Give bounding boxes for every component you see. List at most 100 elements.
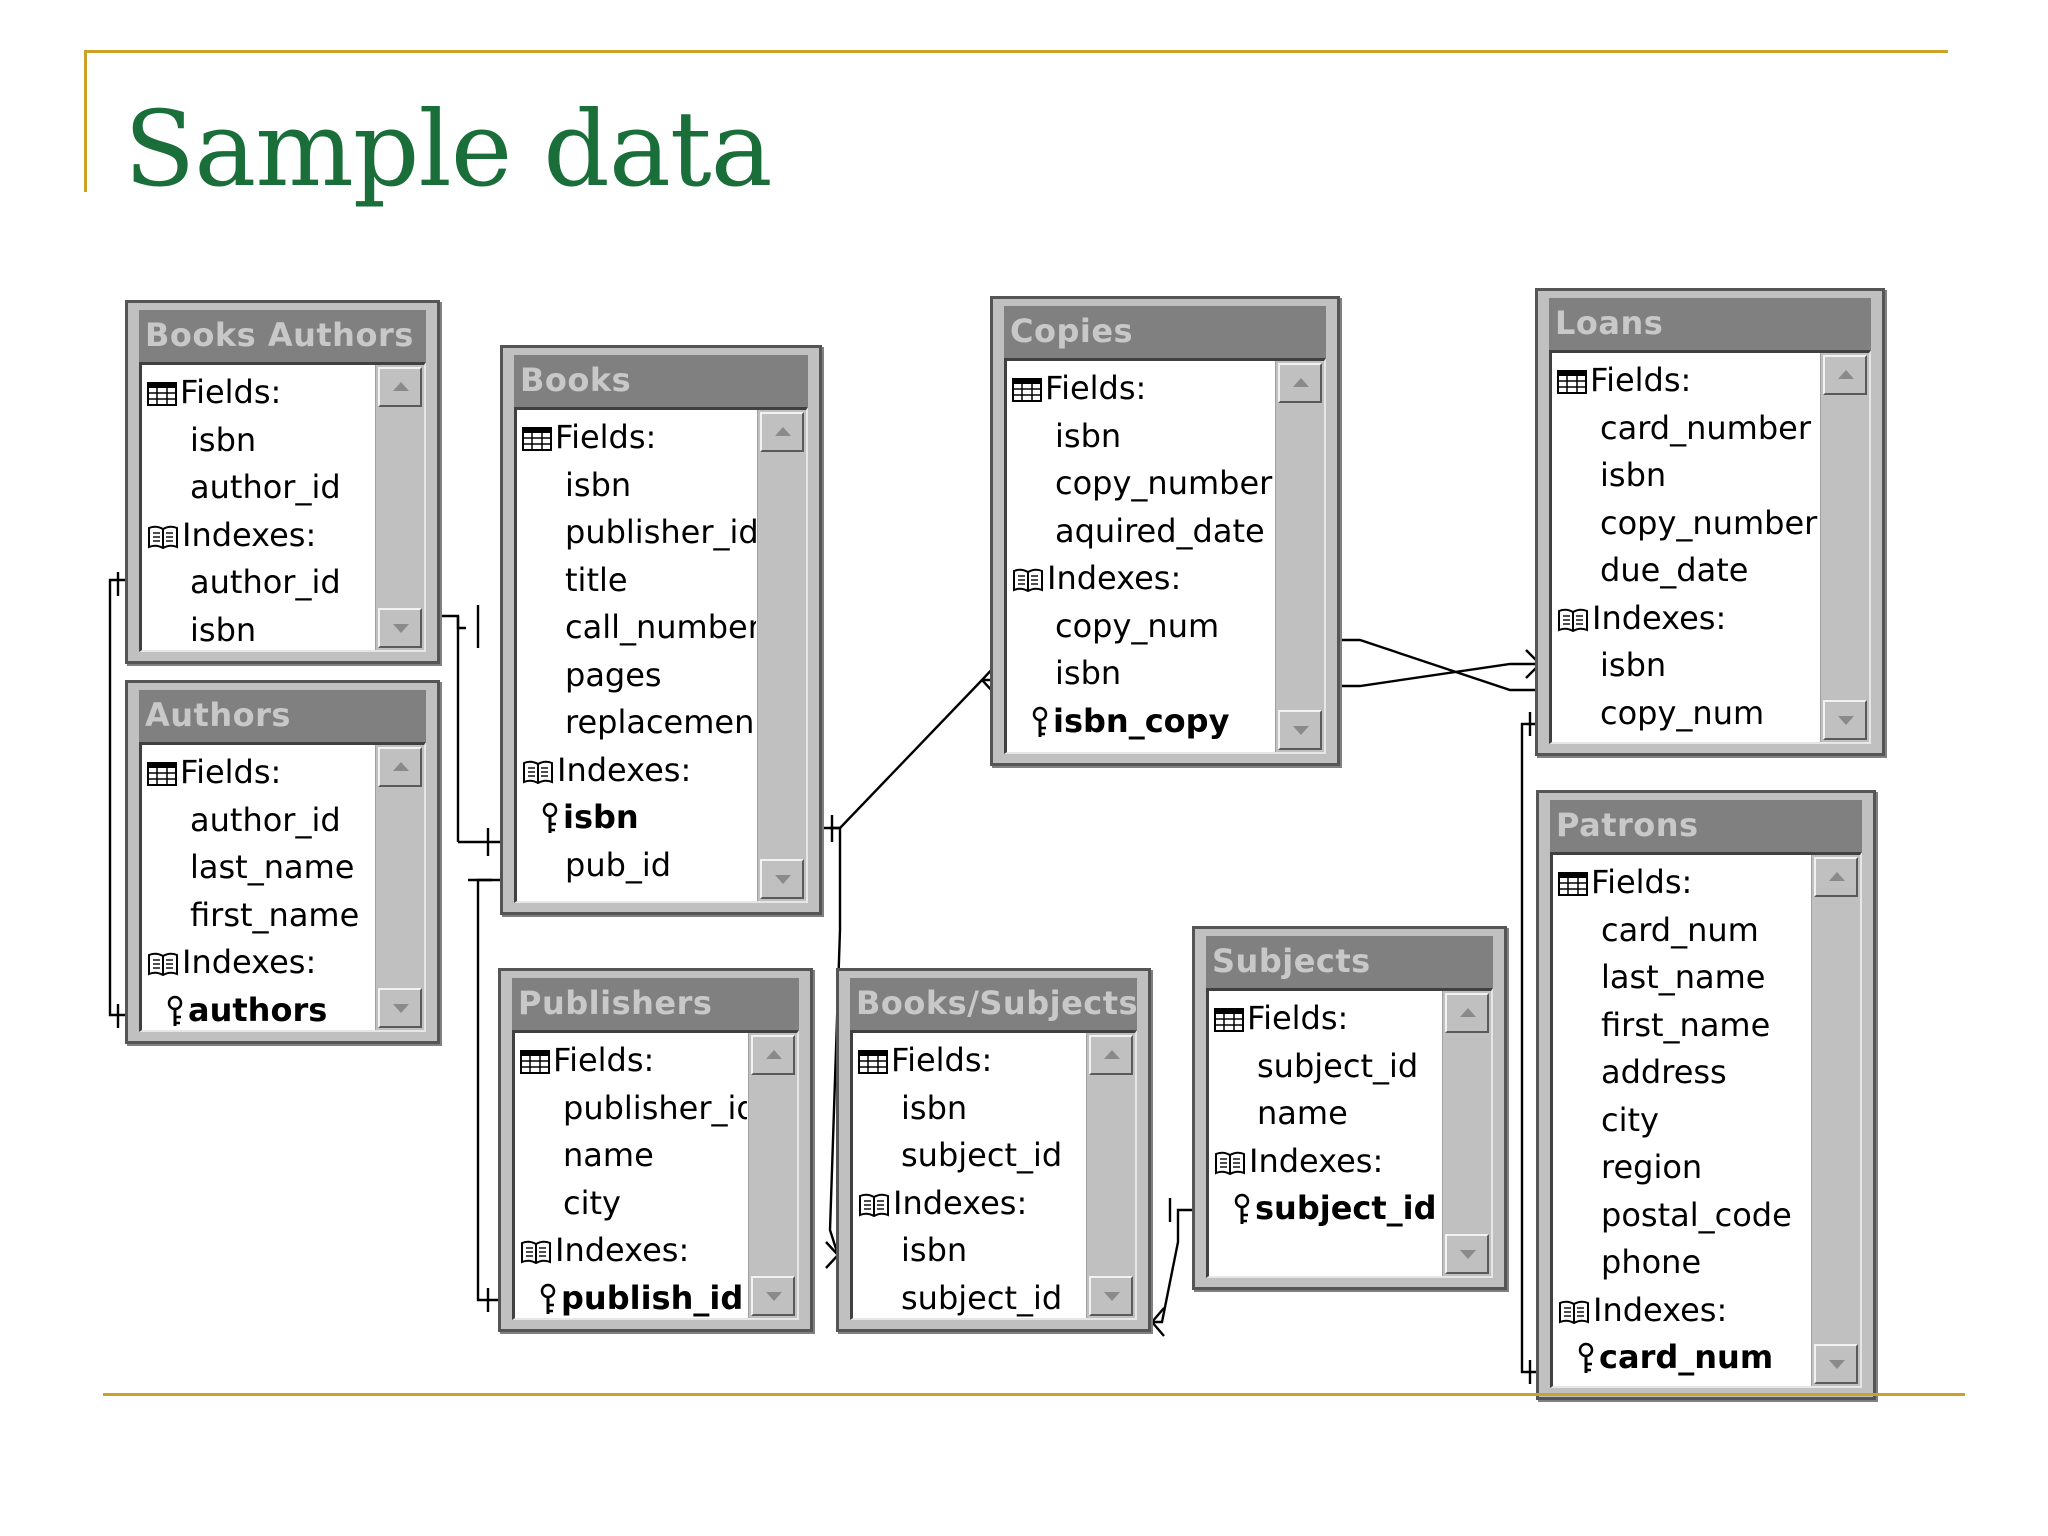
scroll-down-arrow-icon[interactable]: [1278, 710, 1322, 750]
section-header[interactable]: Indexes:: [1007, 555, 1274, 603]
field-row[interactable]: pub_id: [517, 842, 756, 890]
field-row[interactable]: phone: [1553, 1239, 1810, 1287]
field-row[interactable]: isbn: [1552, 642, 1819, 690]
field-row[interactable]: copy_number: [1552, 500, 1819, 548]
vertical-scrollbar[interactable]: [375, 365, 424, 650]
scroll-down-arrow-icon[interactable]: [1823, 700, 1867, 740]
table-title[interactable]: Publishers: [512, 978, 799, 1030]
field-row[interactable]: author_id: [142, 464, 374, 512]
vertical-scrollbar[interactable]: [1086, 1033, 1135, 1318]
field-row[interactable]: author_id: [142, 797, 374, 845]
vertical-scrollbar[interactable]: [748, 1033, 797, 1318]
field-row[interactable]: subject_id: [853, 1275, 1085, 1319]
section-header[interactable]: Indexes:: [853, 1180, 1085, 1228]
field-row[interactable]: publisher_id: [515, 1085, 747, 1133]
section-header[interactable]: Fields:: [853, 1037, 1085, 1085]
field-row[interactable]: publisher_id: [517, 509, 756, 557]
scroll-down-arrow-icon[interactable]: [378, 608, 422, 648]
section-header[interactable]: Fields:: [142, 749, 374, 797]
primary-key-row[interactable]: card_num: [1553, 1334, 1810, 1382]
section-header[interactable]: Fields:: [515, 1037, 747, 1085]
vertical-scrollbar[interactable]: [1820, 353, 1869, 742]
scroll-down-arrow-icon[interactable]: [1445, 1234, 1489, 1274]
section-header[interactable]: Fields:: [1209, 995, 1441, 1043]
scroll-up-arrow-icon[interactable]: [1278, 363, 1322, 403]
section-header[interactable]: Indexes:: [1209, 1138, 1441, 1186]
field-row[interactable]: last_name: [142, 844, 374, 892]
section-header[interactable]: Indexes:: [142, 939, 374, 987]
field-row[interactable]: due_date: [1552, 547, 1819, 595]
field-row[interactable]: copy_num: [1552, 690, 1819, 738]
primary-key-row[interactable]: isbn_copy: [1007, 698, 1274, 746]
table-title[interactable]: Authors: [139, 690, 426, 742]
section-header[interactable]: Fields:: [517, 414, 756, 462]
table-title[interactable]: Books: [514, 355, 808, 407]
field-row[interactable]: copy_number: [1007, 460, 1274, 508]
scroll-down-arrow-icon[interactable]: [1814, 1344, 1858, 1384]
primary-key-row[interactable]: publish_id: [515, 1275, 747, 1319]
field-row[interactable]: isbn: [1007, 650, 1274, 698]
field-row[interactable]: author_id: [142, 559, 374, 607]
field-row[interactable]: first_name: [142, 892, 374, 940]
field-row[interactable]: isbn: [1007, 413, 1274, 461]
table-title[interactable]: Subjects: [1206, 936, 1493, 988]
field-row[interactable]: isbn: [142, 417, 374, 465]
field-row[interactable]: copy_num: [1007, 603, 1274, 651]
scroll-down-arrow-icon[interactable]: [378, 988, 422, 1028]
scroll-up-arrow-icon[interactable]: [751, 1035, 795, 1075]
section-header[interactable]: Indexes:: [517, 747, 756, 795]
primary-key-row[interactable]: subject_id: [1209, 1185, 1441, 1233]
section-header[interactable]: Fields:: [1007, 365, 1274, 413]
field-row[interactable]: call_number: [517, 604, 756, 652]
field-row[interactable]: city: [1553, 1097, 1810, 1145]
scroll-up-arrow-icon[interactable]: [378, 367, 422, 407]
section-header[interactable]: Indexes:: [515, 1227, 747, 1275]
scroll-down-arrow-icon[interactable]: [751, 1276, 795, 1316]
table-title[interactable]: Loans: [1549, 298, 1871, 350]
field-row[interactable]: name: [1209, 1090, 1441, 1138]
vertical-scrollbar[interactable]: [375, 745, 424, 1030]
primary-key-row[interactable]: isbn: [517, 794, 756, 842]
vertical-scrollbar[interactable]: [1442, 991, 1491, 1276]
field-row[interactable]: postal_code: [1553, 1192, 1810, 1240]
field-row[interactable]: aquired_date: [1007, 508, 1274, 556]
scroll-up-arrow-icon[interactable]: [378, 747, 422, 787]
scroll-up-arrow-icon[interactable]: [1089, 1035, 1133, 1075]
field-row[interactable]: isbn: [853, 1227, 1085, 1275]
section-header[interactable]: Fields:: [142, 369, 374, 417]
section-header[interactable]: Fields:: [1553, 859, 1810, 907]
field-row[interactable]: card_number: [1552, 405, 1819, 453]
vertical-scrollbar[interactable]: [1811, 855, 1860, 1386]
field-row[interactable]: last_name: [1553, 954, 1810, 1002]
scroll-up-arrow-icon[interactable]: [1445, 993, 1489, 1033]
table-title[interactable]: Books Authors: [139, 310, 426, 362]
field-row[interactable]: card_num: [1553, 907, 1810, 955]
field-row[interactable]: title: [517, 557, 756, 605]
scroll-up-arrow-icon[interactable]: [1814, 857, 1858, 897]
section-header[interactable]: Indexes:: [1553, 1287, 1810, 1335]
scroll-up-arrow-icon[interactable]: [1823, 355, 1867, 395]
field-row[interactable]: isbn: [1552, 452, 1819, 500]
section-header[interactable]: Indexes:: [142, 512, 374, 560]
table-title[interactable]: Patrons: [1550, 800, 1862, 852]
field-row[interactable]: isbn: [853, 1085, 1085, 1133]
vertical-scrollbar[interactable]: [757, 410, 806, 901]
field-row[interactable]: isbn: [517, 462, 756, 510]
